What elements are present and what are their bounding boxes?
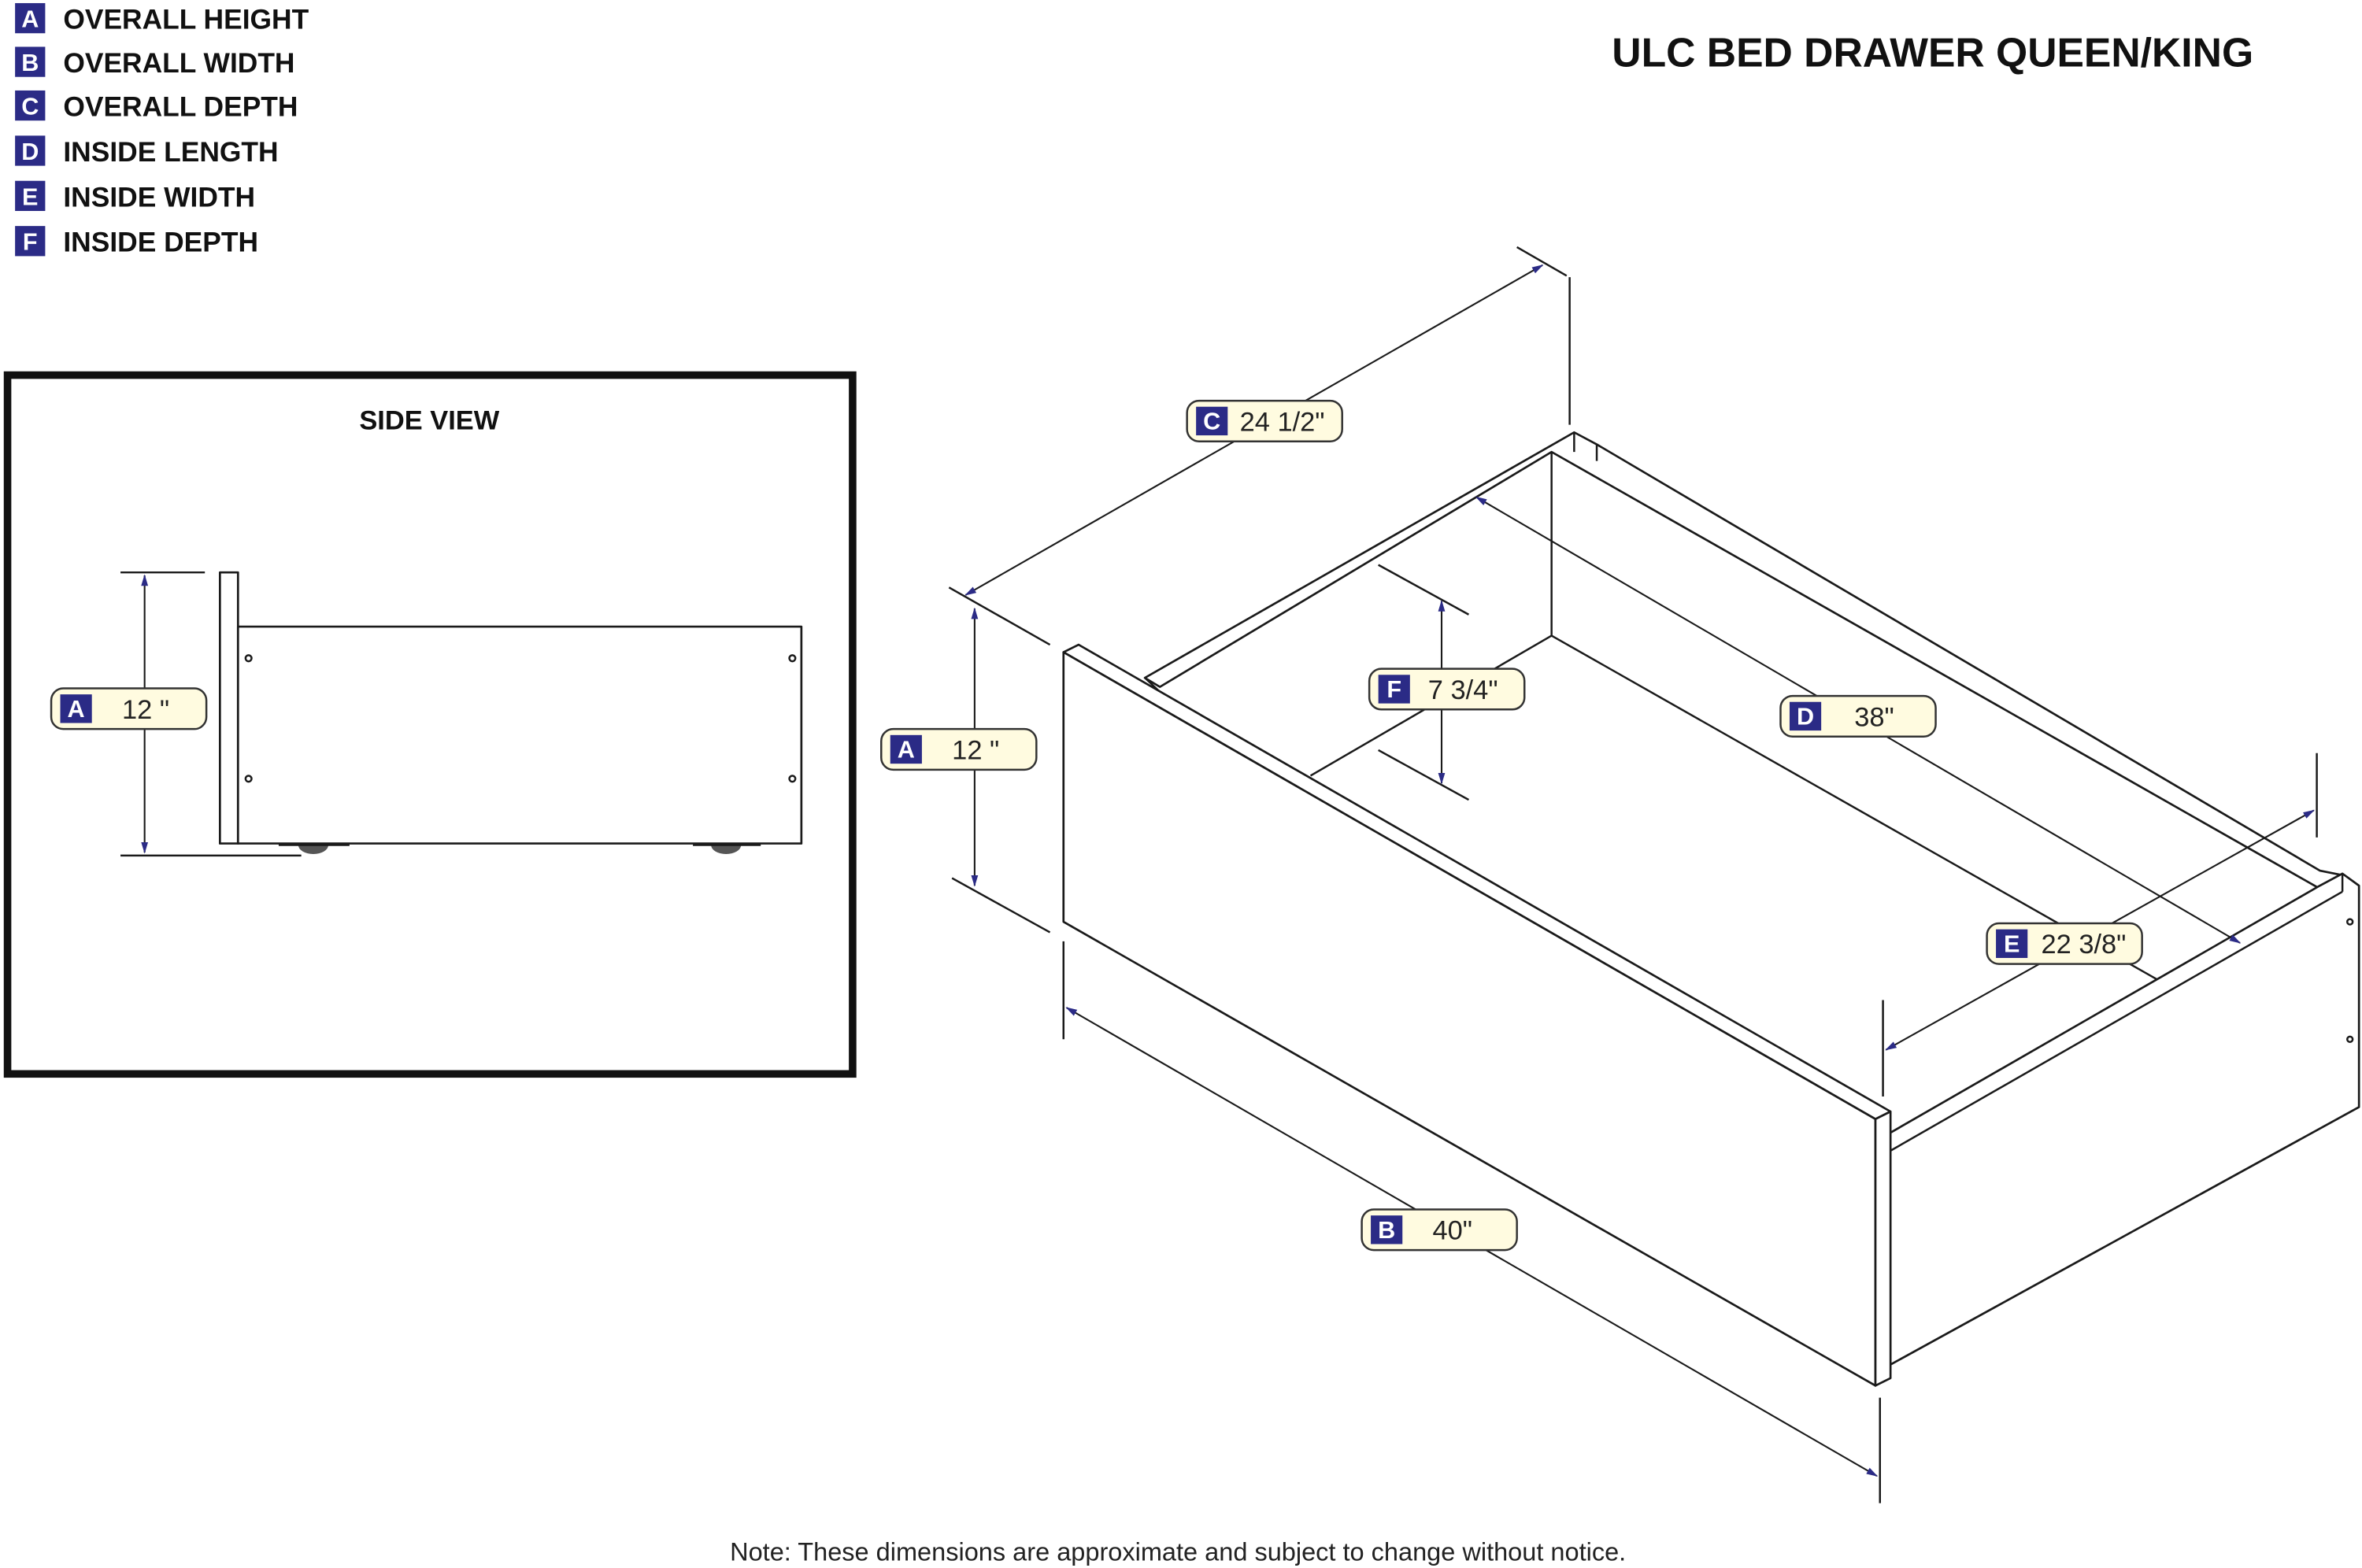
svg-text:INSIDE WIDTH: INSIDE WIDTH xyxy=(63,182,255,213)
svg-text:22 3/8": 22 3/8" xyxy=(2041,930,2126,960)
svg-text:OVERALL HEIGHT: OVERALL HEIGHT xyxy=(63,4,309,35)
legend-item-d: D INSIDE LENGTH xyxy=(15,135,279,168)
svg-text:OVERALL DEPTH: OVERALL DEPTH xyxy=(63,91,298,122)
side-dimension-label-a: A 12 " xyxy=(50,687,208,730)
svg-text:A: A xyxy=(68,696,85,723)
svg-text:B: B xyxy=(21,50,39,76)
svg-text:24 1/2": 24 1/2" xyxy=(1240,407,1325,437)
svg-text:D: D xyxy=(1797,703,1814,730)
svg-text:INSIDE LENGTH: INSIDE LENGTH xyxy=(63,137,278,168)
svg-text:A: A xyxy=(898,737,915,764)
svg-text:INSIDE DEPTH: INSIDE DEPTH xyxy=(63,227,258,258)
disclaimer-note: Note: These dimensions are approximate a… xyxy=(730,1537,1626,1566)
svg-text:F: F xyxy=(1386,676,1401,703)
legend-item-f: F INSIDE DEPTH xyxy=(15,226,258,258)
wheel-icon xyxy=(693,844,761,854)
svg-text:E: E xyxy=(22,183,38,210)
side-view-panel: SIDE VIEW A 12 " xyxy=(3,371,857,1078)
dimension-label-b: B 40" xyxy=(1361,1208,1518,1252)
side-view-title: SIDE VIEW xyxy=(359,405,499,435)
svg-text:A: A xyxy=(21,6,39,33)
svg-text:C: C xyxy=(21,94,39,120)
diagram-title: ULC BED DRAWER QUEEN/KING xyxy=(1612,29,2253,75)
svg-text:C: C xyxy=(1203,408,1220,435)
svg-text:7 3/4": 7 3/4" xyxy=(1428,675,1498,705)
legend-item-a: A OVERALL HEIGHT xyxy=(15,2,309,35)
svg-text:F: F xyxy=(23,229,38,256)
svg-text:B: B xyxy=(1378,1217,1395,1244)
wheel-icon xyxy=(278,844,350,854)
svg-text:40": 40" xyxy=(1433,1216,1473,1246)
dimension-label-d: D 38" xyxy=(1779,694,1937,738)
svg-text:D: D xyxy=(21,139,39,165)
svg-text:OVERALL WIDTH: OVERALL WIDTH xyxy=(63,48,294,79)
dimension-label-c: C 24 1/2" xyxy=(1186,399,1343,442)
dimension-label-e: E 22 3/8" xyxy=(1986,922,2143,965)
svg-text:38": 38" xyxy=(1854,702,1894,732)
legend-item-c: C OVERALL DEPTH xyxy=(15,90,298,122)
svg-text:E: E xyxy=(2004,930,2020,957)
legend-item-e: E INSIDE WIDTH xyxy=(15,180,255,213)
dimension-label-f: F 7 3/4" xyxy=(1368,668,1526,711)
drawer-drawing: C 24 1/2" A 12 " F 7 3/4" D 38" E 22 3/8… xyxy=(880,246,2360,1503)
svg-text:12 ": 12 " xyxy=(122,695,169,725)
legend: A OVERALL HEIGHT B OVERALL WIDTH C OVERA… xyxy=(15,2,309,258)
dimension-label-a: A 12 " xyxy=(880,727,1038,771)
svg-text:12 ": 12 " xyxy=(952,735,999,765)
legend-item-b: B OVERALL WIDTH xyxy=(15,46,294,79)
